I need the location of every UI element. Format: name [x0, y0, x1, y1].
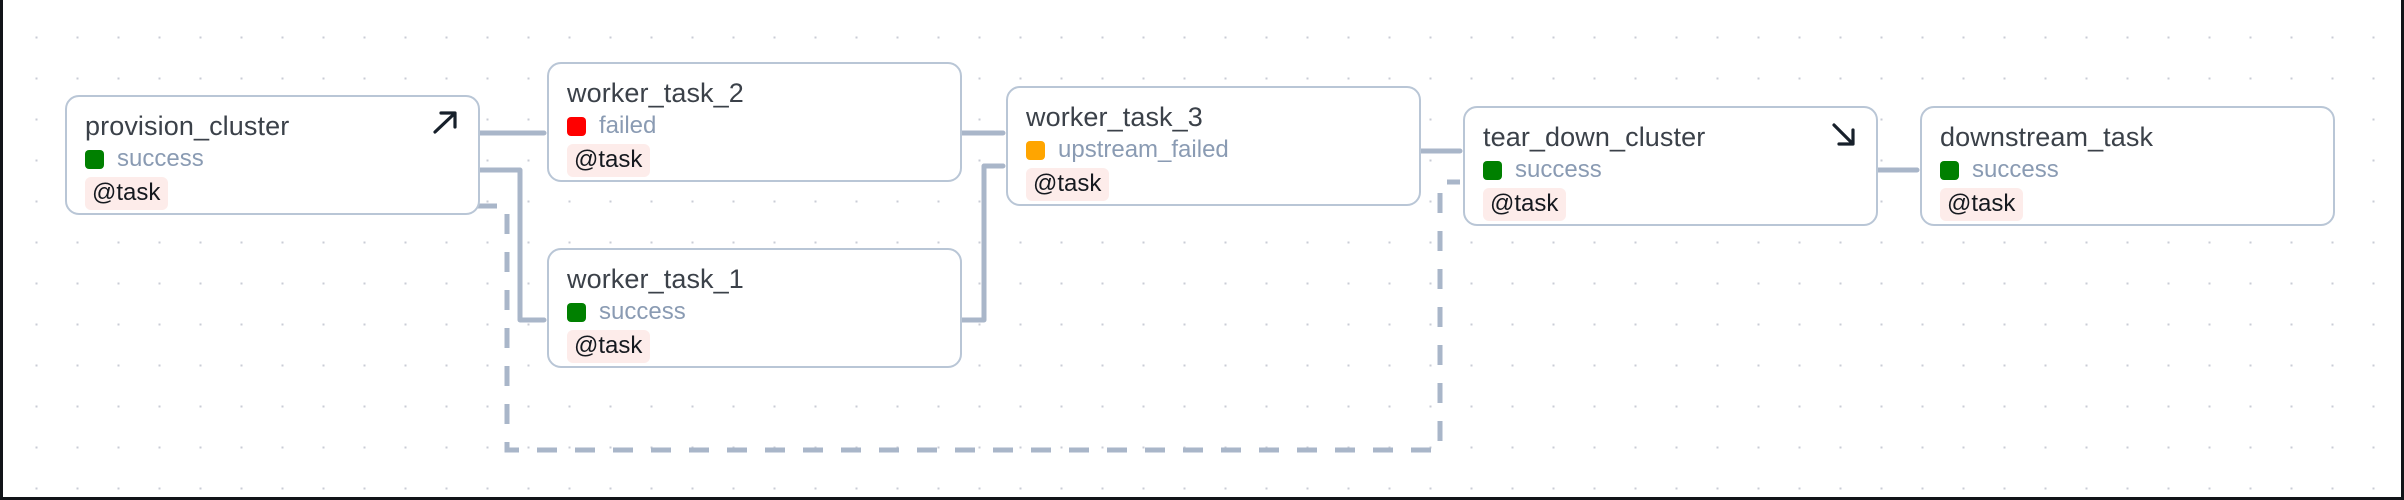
node-state: success	[567, 299, 942, 325]
state-label: success	[599, 298, 686, 325]
state-swatch-success	[85, 149, 104, 169]
arrow-up-right-icon	[430, 109, 460, 137]
node-header: downstream_task	[1940, 122, 2315, 152]
node-operator-tag: @task	[1483, 188, 1567, 221]
node-title: downstream_task	[1940, 122, 2154, 152]
node-operator-tag: @task	[1026, 168, 1110, 201]
state-swatch-success	[567, 302, 586, 322]
task-node-provision-cluster[interactable]: provision_cluster success @task	[65, 95, 480, 215]
node-state: success	[1483, 157, 1858, 183]
node-title: worker_task_2	[567, 78, 744, 108]
node-state: success	[85, 146, 460, 172]
state-label: upstream_failed	[1058, 136, 1229, 163]
arrow-down-right-icon	[1828, 120, 1858, 148]
node-title: provision_cluster	[85, 111, 290, 141]
node-tag-row: @task	[1940, 188, 2315, 221]
state-swatch-success	[1940, 160, 1959, 180]
state-label: success	[117, 145, 204, 172]
frame-border-right	[2401, 0, 2404, 500]
node-title: tear_down_cluster	[1483, 122, 1706, 152]
task-node-tear-down-cluster[interactable]: tear_down_cluster success @task	[1463, 106, 1878, 226]
node-title: worker_task_1	[567, 264, 744, 294]
frame-border-left	[0, 0, 3, 500]
node-operator-tag: @task	[567, 144, 651, 177]
node-tag-row: @task	[85, 177, 460, 210]
node-header: provision_cluster	[85, 111, 460, 141]
node-tag-row: @task	[1483, 188, 1858, 221]
node-state: success	[1940, 157, 2315, 183]
node-header: worker_task_2	[567, 78, 942, 108]
node-header: worker_task_1	[567, 264, 942, 294]
state-label: success	[1515, 156, 1602, 183]
node-operator-tag: @task	[1940, 188, 2024, 221]
edge-provision-cluster-to-worker-task-1	[474, 167, 547, 323]
state-label: failed	[599, 112, 657, 139]
task-node-worker-task-2[interactable]: worker_task_2 failed @task	[547, 62, 962, 182]
node-title: worker_task_3	[1026, 102, 1203, 132]
node-state: failed	[567, 113, 942, 139]
state-swatch-upstream-failed	[1026, 140, 1045, 160]
task-node-worker-task-1[interactable]: worker_task_1 success @task	[547, 248, 962, 368]
node-tag-row: @task	[567, 144, 942, 177]
node-tag-row: @task	[1026, 168, 1401, 201]
node-state: upstream_failed	[1026, 137, 1401, 163]
node-header: worker_task_3	[1026, 102, 1401, 132]
node-operator-tag: @task	[85, 177, 169, 210]
frame-border-bottom	[0, 497, 2404, 500]
task-node-downstream-task[interactable]: downstream_task success @task	[1920, 106, 2335, 226]
task-node-worker-task-3[interactable]: worker_task_3 upstream_failed @task	[1006, 86, 1421, 206]
node-operator-tag: @task	[567, 330, 651, 363]
edge-layer	[474, 130, 1920, 453]
node-tag-row: @task	[567, 330, 942, 363]
state-label: success	[1972, 156, 2059, 183]
dag-canvas[interactable]: provision_cluster success @task	[3, 0, 2401, 497]
state-swatch-failed	[567, 116, 586, 136]
node-header: tear_down_cluster	[1483, 122, 1858, 152]
state-swatch-success	[1483, 160, 1502, 180]
edge-worker-task-1-to-worker-task-3	[956, 163, 1006, 323]
